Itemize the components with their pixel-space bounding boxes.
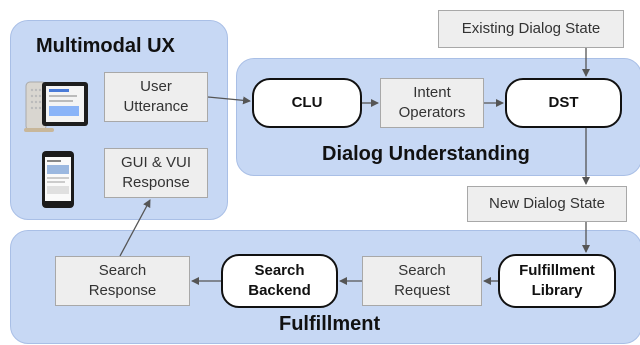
search-request-box: Search Request: [362, 256, 482, 306]
smart-display-icon: [20, 76, 92, 136]
existing-dialog-state-box: Existing Dialog State: [438, 10, 624, 48]
user-utterance-box: User Utterance: [104, 72, 208, 122]
smartphone-icon: [40, 150, 80, 210]
search-response-box: Search Response: [55, 256, 190, 306]
fulfillment-title: Fulfillment: [279, 313, 381, 335]
clu-node: CLU: [252, 78, 362, 128]
dialog-understanding-title: Dialog Understanding: [322, 143, 530, 165]
search-backend-node: Search Backend: [221, 254, 338, 308]
gui-vui-response-box: GUI & VUI Response: [104, 148, 208, 198]
dst-node: DST: [505, 78, 622, 128]
multimodal-ux-title: Multimodal UX: [36, 35, 175, 57]
intent-operators-box: Intent Operators: [380, 78, 484, 128]
fulfillment-library-node: Fulfillment Library: [498, 254, 616, 308]
new-dialog-state-box: New Dialog State: [467, 186, 627, 222]
